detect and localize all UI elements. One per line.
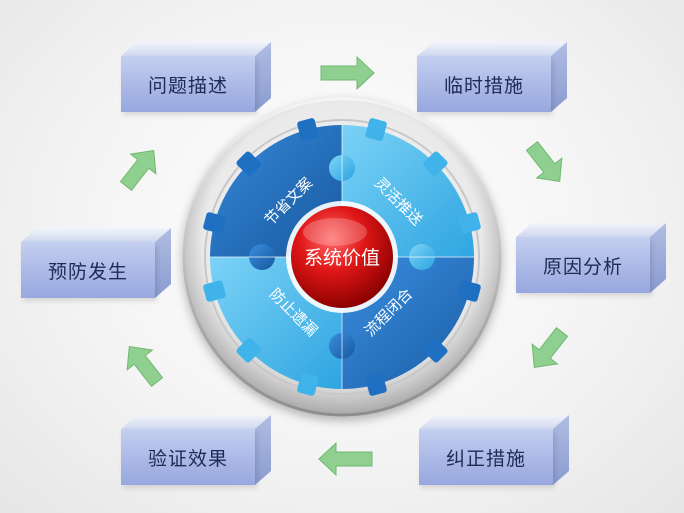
step-box-5: 验证效果 — [121, 415, 271, 485]
step-label-problem-description: 问题描述 — [121, 56, 255, 112]
step-label-verify-effect: 验证效果 — [121, 429, 255, 485]
arrow-4-to-5 — [318, 441, 373, 477]
step-box-6: 预防发生 — [21, 228, 171, 298]
step-box-4: 纠正措施 — [419, 415, 569, 485]
step-box-1: 问题描述 — [121, 42, 271, 112]
gear-tooth — [365, 373, 387, 396]
gear-tooth — [297, 373, 319, 396]
flow-arrows — [119, 55, 569, 477]
arrow-6-to-1 — [119, 149, 157, 192]
gear-tooth — [458, 280, 481, 302]
gear-tooth — [365, 118, 387, 141]
gear-tooth — [423, 151, 448, 176]
core-label: 系统价值 — [304, 247, 380, 269]
step-label-prevent-recurrence: 预防发生 — [21, 242, 155, 298]
gear-tooth — [236, 338, 261, 363]
arrow-5-to-6 — [126, 345, 164, 388]
step-label-temporary-measures: 临时措施 — [417, 56, 551, 112]
gear-teeth — [203, 118, 481, 396]
inner-ring-edge — [204, 119, 480, 395]
gear-tooth — [458, 212, 481, 234]
gear-tooth — [423, 338, 448, 363]
gear-tooth — [203, 212, 226, 234]
gear-tooth — [236, 151, 261, 176]
arrow-2-to-3 — [525, 140, 563, 183]
arrow-1-to-2 — [320, 55, 375, 91]
gear-tooth — [203, 280, 226, 302]
step-box-3: 原因分析 — [516, 223, 666, 293]
arrow-3-to-4 — [531, 326, 569, 369]
core-circle — [291, 206, 393, 308]
step-box-2: 临时措施 — [417, 42, 567, 112]
gear-tooth — [297, 118, 319, 141]
step-label-corrective-action: 纠正措施 — [419, 429, 553, 485]
step-label-root-cause-analysis: 原因分析 — [516, 237, 650, 293]
